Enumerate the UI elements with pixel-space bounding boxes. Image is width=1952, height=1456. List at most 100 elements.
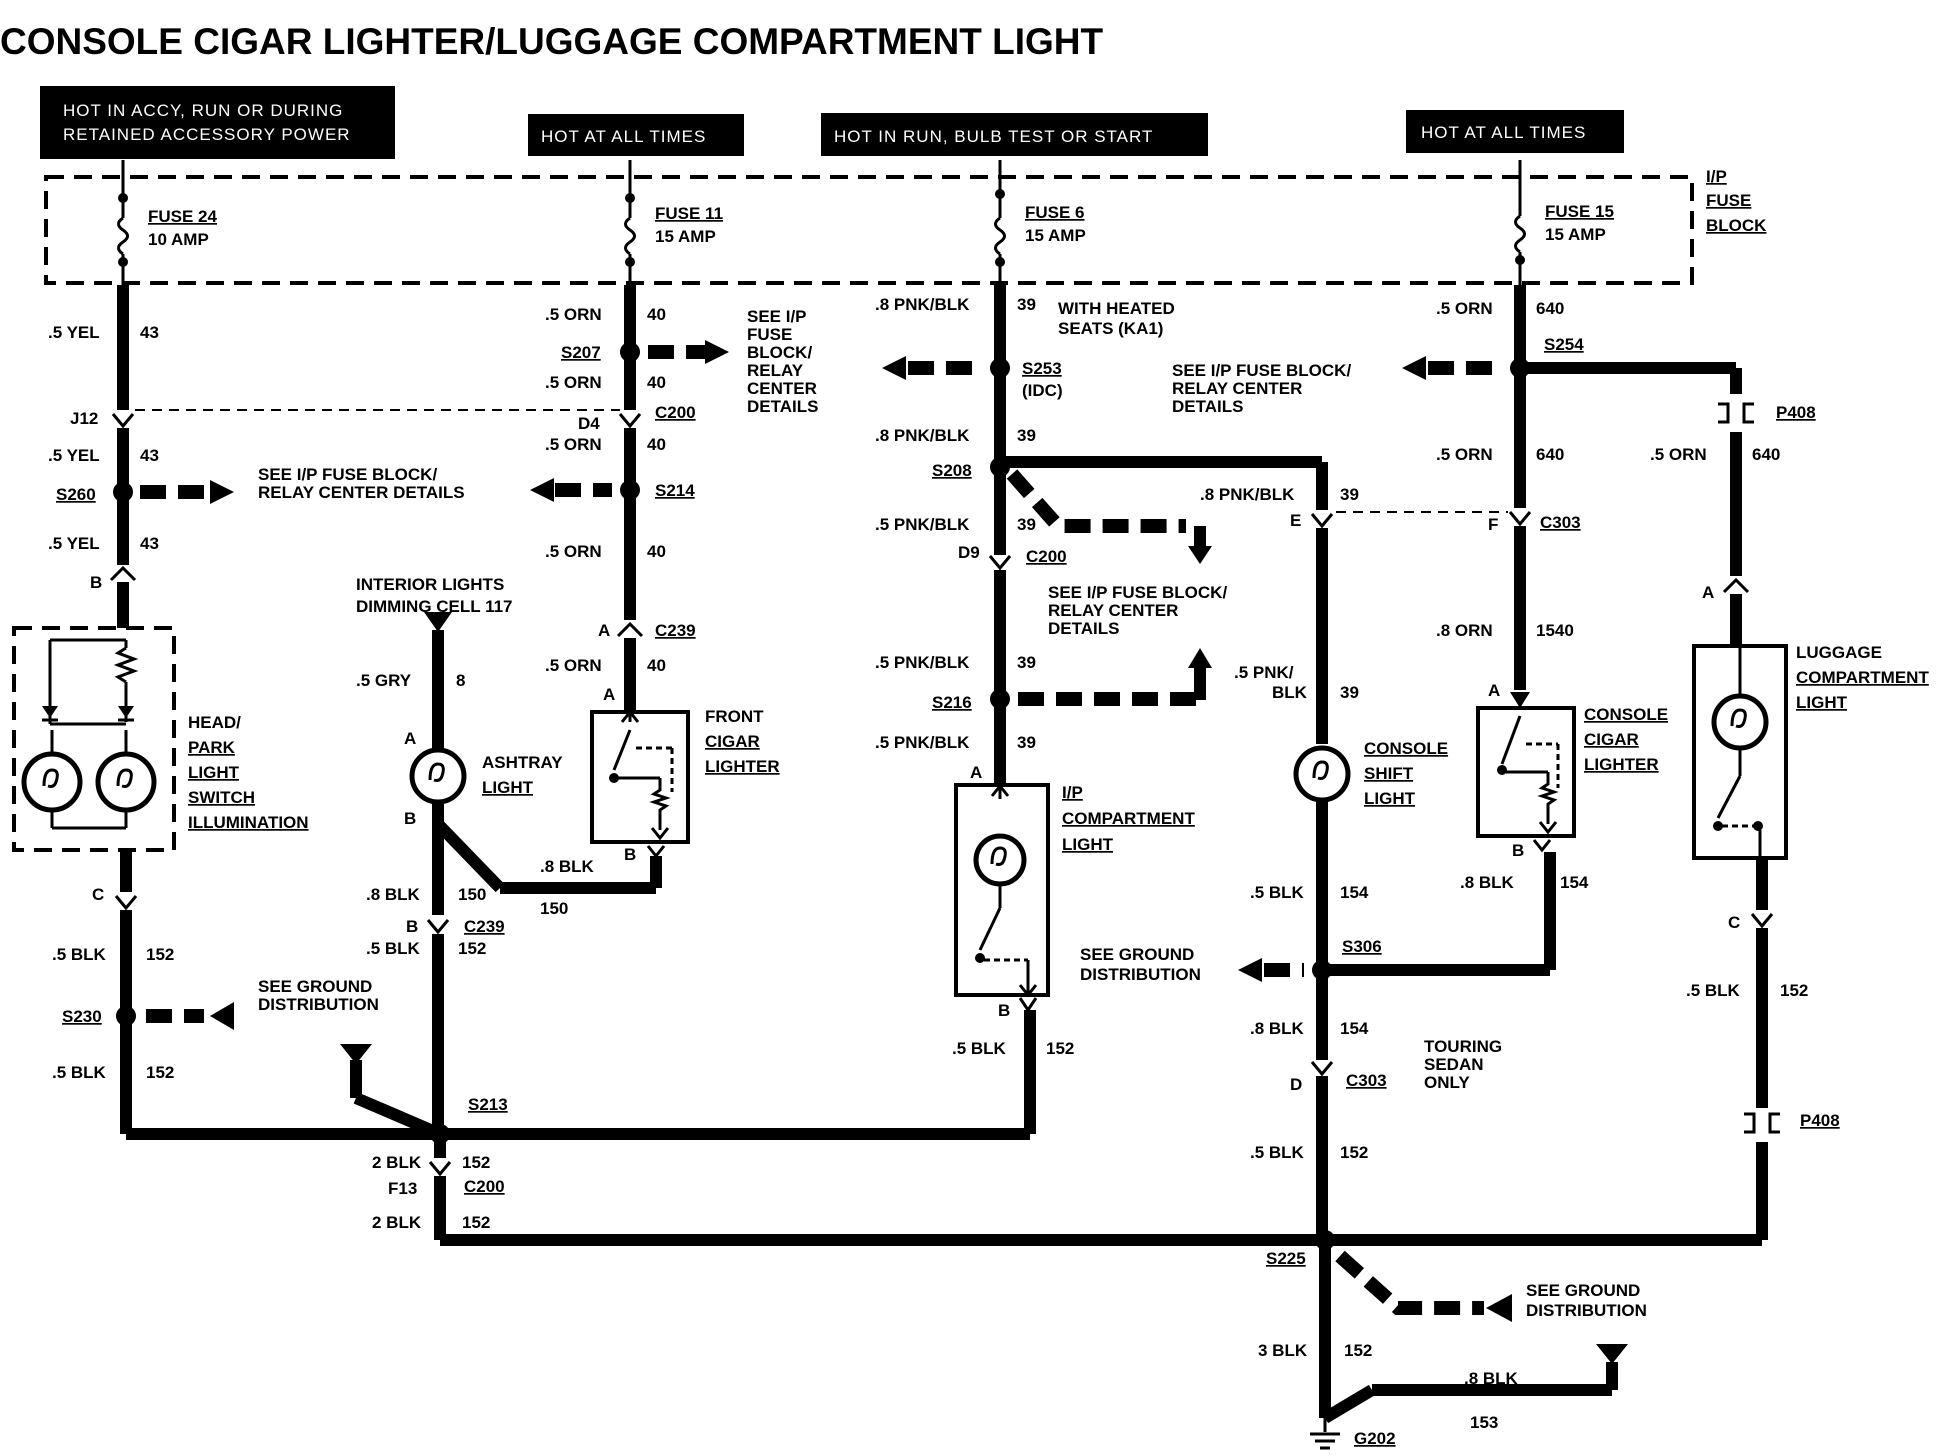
conn-pin-a-luggage: A	[1702, 583, 1714, 602]
wire-152-3: 152	[458, 939, 486, 958]
comp-luggage-1: LUGGAGE	[1796, 643, 1882, 662]
note-ground-3b: DISTRIBUTION	[1526, 1301, 1647, 1320]
wire-blk-13: .5 BLK	[1686, 981, 1741, 1000]
wire-40-5: 40	[647, 656, 666, 675]
conn-d9: D9	[958, 543, 980, 562]
comp-ashtray-2: LIGHT	[482, 778, 534, 797]
conn-c303-2: C303	[1540, 513, 1581, 532]
comp-luggage-3: LIGHT	[1796, 693, 1848, 712]
fuse-11: FUSE 11 15 AMP	[624, 160, 723, 285]
wire-39-2: 39	[1017, 426, 1036, 445]
conn-pin-a-ipcomp: A	[970, 763, 982, 782]
note-relay-a1: SEE I/P FUSE BLOCK/	[258, 465, 437, 484]
ip-comp-bulb-icon	[973, 833, 1027, 887]
wire-orn-4: .5 ORN	[545, 542, 602, 561]
wire-152-9: 152	[1344, 1341, 1372, 1360]
splice-s213: S213	[468, 1095, 508, 1114]
wire-orn8: .8 ORN	[1436, 621, 1493, 640]
wire-pnk-b: BLK	[1272, 683, 1308, 702]
comp-ipcomp-2: COMPARTMENT	[1062, 809, 1195, 828]
wire-blk-7: 2 BLK	[372, 1213, 422, 1232]
bulb-icon-right	[95, 751, 157, 813]
wire-blk-10: .8 BLK	[1250, 1019, 1305, 1038]
wire-orn-7: .5 ORN	[1436, 445, 1493, 464]
conn-pin-c-luggage: C	[1728, 913, 1740, 932]
fuse-block-label-2: FUSE	[1706, 191, 1751, 210]
fuse-15: FUSE 15 15 AMP	[1514, 160, 1614, 285]
wire-39-4: 39	[1017, 653, 1036, 672]
note-see-ip-6: DETAILS	[747, 397, 818, 416]
wire-154-2: 154	[1340, 1019, 1369, 1038]
splice-idc: (IDC)	[1022, 381, 1063, 400]
wire-154-3: 154	[1560, 873, 1589, 892]
note-relay-b3: DETAILS	[1048, 619, 1119, 638]
conn-f13: F13	[388, 1179, 417, 1198]
bulb-icon-left	[21, 751, 83, 813]
head-park-switch-box	[12, 626, 176, 852]
conn-p408-2: P408	[1800, 1111, 1840, 1130]
wire-pnkblk-5: .5 PNK/BLK	[875, 733, 970, 752]
fuse-6: FUSE 6 15 AMP	[994, 160, 1086, 285]
wire-yel-1: .5 YEL	[48, 323, 100, 342]
note-touring-3: ONLY	[1424, 1073, 1470, 1092]
wire-orn-3: .5 ORN	[545, 435, 602, 454]
splice-s208: S208	[932, 461, 972, 480]
wire-pnkblk-3: .5 PNK/BLK	[875, 515, 970, 534]
wire-154-1: 154	[1340, 883, 1369, 902]
splice-s225: S225	[1266, 1249, 1306, 1268]
comp-frontcigar-2: CIGAR	[705, 732, 760, 751]
wire-640-1: 640	[1536, 299, 1564, 318]
fuse-15-amp: 15 AMP	[1545, 225, 1606, 244]
note-relay-c2: RELAY CENTER	[1172, 379, 1302, 398]
header-accy-power: HOT IN ACCY, RUN OR DURING RETAINED ACCE…	[40, 86, 395, 159]
wire-43-1: 43	[140, 323, 159, 342]
wire-40-1: 40	[647, 305, 666, 324]
wire-orn-2: .5 ORN	[545, 373, 602, 392]
comp-ipcomp-3: LIGHT	[1062, 835, 1114, 854]
wire-43-2: 43	[140, 446, 159, 465]
comp-headpark-4: SWITCH	[188, 788, 255, 807]
wire-blk-8: .5 BLK	[952, 1039, 1007, 1058]
comp-frontcigar-1: FRONT	[705, 707, 764, 726]
conn-pin-a-consolecigar: A	[1488, 681, 1500, 700]
header-all-times-1-text: HOT AT ALL TIMES	[541, 127, 706, 146]
note-touring-1: TOURING	[1424, 1037, 1502, 1056]
conn-c239-1: C239	[655, 621, 696, 640]
note-ground-1b: DISTRIBUTION	[258, 995, 379, 1014]
wire-pnkblk-4: .5 PNK/BLK	[875, 653, 970, 672]
wire-39-6: 39	[1340, 485, 1359, 504]
note-relay-c1: SEE I/P FUSE BLOCK/	[1172, 361, 1351, 380]
fuse-24-name: FUSE 24	[148, 207, 218, 226]
wire-blk-11: .5 BLK	[1250, 1143, 1305, 1162]
console-shift-bulb-icon	[1293, 745, 1351, 803]
wire-152-4: 152	[462, 1153, 490, 1172]
wire-39-1: 39	[1017, 295, 1036, 314]
wire-orn-5: .5 ORN	[545, 656, 602, 675]
circuit-ip-compartment: .8 PNK/BLK 39 WITH HEATED SEATS (KA1) S2…	[875, 285, 1322, 1060]
wire-blk-5: .5 BLK	[366, 939, 421, 958]
wire-39-7: 39	[1340, 683, 1359, 702]
conn-pin-a-c239: A	[598, 621, 610, 640]
comp-ccigar-3: LIGHTER	[1584, 755, 1659, 774]
conn-pin-b-ashtray: B	[404, 809, 416, 828]
note-see-ip-1: SEE I/P	[747, 307, 807, 326]
conn-pin-b-headpark: B	[90, 573, 102, 592]
note-see-ip-5: CENTER	[747, 379, 817, 398]
conn-pin-e: E	[1290, 511, 1301, 530]
comp-shift-2: SHIFT	[1364, 764, 1414, 783]
conn-d4: D4	[578, 414, 600, 433]
splice-s230: S230	[62, 1007, 102, 1026]
splice-s253: S253	[1022, 359, 1062, 378]
comp-headpark-2: PARK	[188, 738, 236, 757]
wire-yel-3: .5 YEL	[48, 534, 100, 553]
wire-yel-2: .5 YEL	[48, 446, 100, 465]
conn-pin-c-headpark: C	[92, 885, 104, 904]
wire-blk-15: .8 BLK	[1464, 1369, 1519, 1388]
note-relay-b1: SEE I/P FUSE BLOCK/	[1048, 583, 1227, 602]
circuit-ashtray: INTERIOR LIGHTS DIMMING CELL 117 .5 GRY …	[340, 575, 1325, 1246]
comp-ashtray-1: ASHTRAY	[482, 753, 563, 772]
wire-152-5: 152	[462, 1213, 490, 1232]
comp-ipcomp-1: I/P	[1062, 783, 1083, 802]
note-ground-3a: SEE GROUND	[1526, 1281, 1640, 1300]
header-accy-line2: RETAINED ACCESSORY POWER	[63, 125, 351, 144]
